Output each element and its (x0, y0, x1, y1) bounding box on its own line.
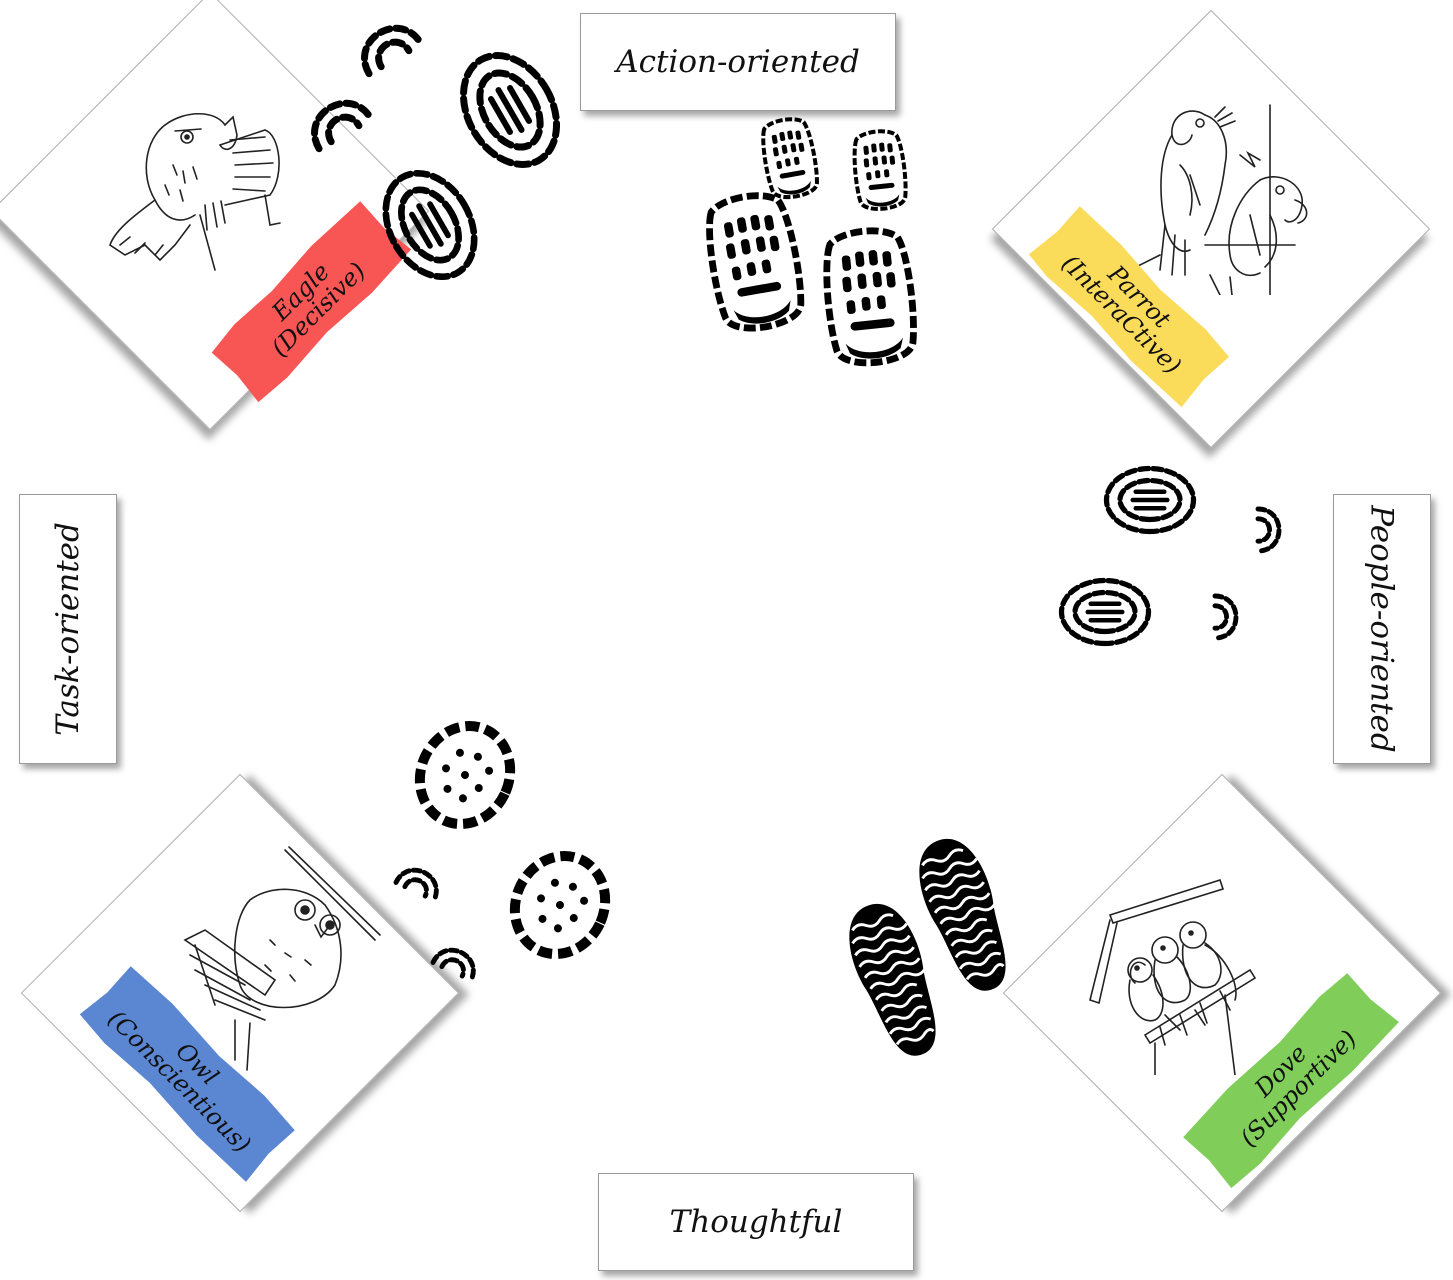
dove-drawing-icon (1089, 878, 1257, 1075)
boot-print-icon (1258, 509, 1279, 551)
wavy-sole-print-icon (905, 827, 1025, 1003)
boot-print-icon (396, 863, 443, 900)
eagle-tape-label: Eagle (Decisive) (205, 196, 416, 407)
eagle-tape-shape (211, 201, 412, 403)
sneaker-print-icon (702, 190, 807, 334)
boot-print-icon (445, 39, 576, 181)
label-action-oriented: Action-oriented (580, 13, 896, 111)
parrot-tape-fill (1028, 206, 1229, 408)
label-people-oriented-text: People-oriented (1364, 505, 1401, 753)
parrot-tape-shape (1028, 206, 1229, 408)
sneaker-print-icon (849, 127, 911, 214)
label-action-oriented-text: Action-oriented (616, 44, 860, 80)
sneaker-print-icon (756, 113, 823, 203)
label-thoughtful-text: Thoughtful (669, 1204, 843, 1240)
boot-print-icon (404, 711, 526, 839)
owl-tape-label: Owl (Conscientious) (75, 960, 301, 1186)
dove-tape-label: Dove (Supportive) (1177, 967, 1403, 1193)
label-task-oriented-text: Task-oriented (50, 522, 87, 736)
parrot-drawing-icon (1129, 104, 1308, 295)
eagle-drawing-icon (109, 113, 281, 271)
label-thoughtful: Thoughtful (598, 1173, 914, 1271)
parrot-tape-label: Parrot (InteraCtive) (1025, 201, 1236, 412)
sneaker-print-icon (821, 227, 918, 367)
boot-print-icon (1215, 596, 1236, 638)
dove-tape-shape (1183, 973, 1399, 1189)
boot-print-icon (1062, 581, 1149, 644)
boot-print-icon (499, 841, 621, 969)
boot-print-icon (1107, 469, 1194, 532)
wavy-sole-print-icon (835, 892, 955, 1068)
label-people-oriented: People-oriented (1333, 494, 1431, 764)
owl-tape-shape (79, 966, 295, 1182)
boot-print-icon (354, 18, 421, 74)
dove-tape-fill (1183, 973, 1399, 1189)
eagle-tape-fill (211, 201, 412, 403)
label-task-oriented: Task-oriented (19, 494, 117, 764)
owl-tape-fill (79, 966, 295, 1182)
